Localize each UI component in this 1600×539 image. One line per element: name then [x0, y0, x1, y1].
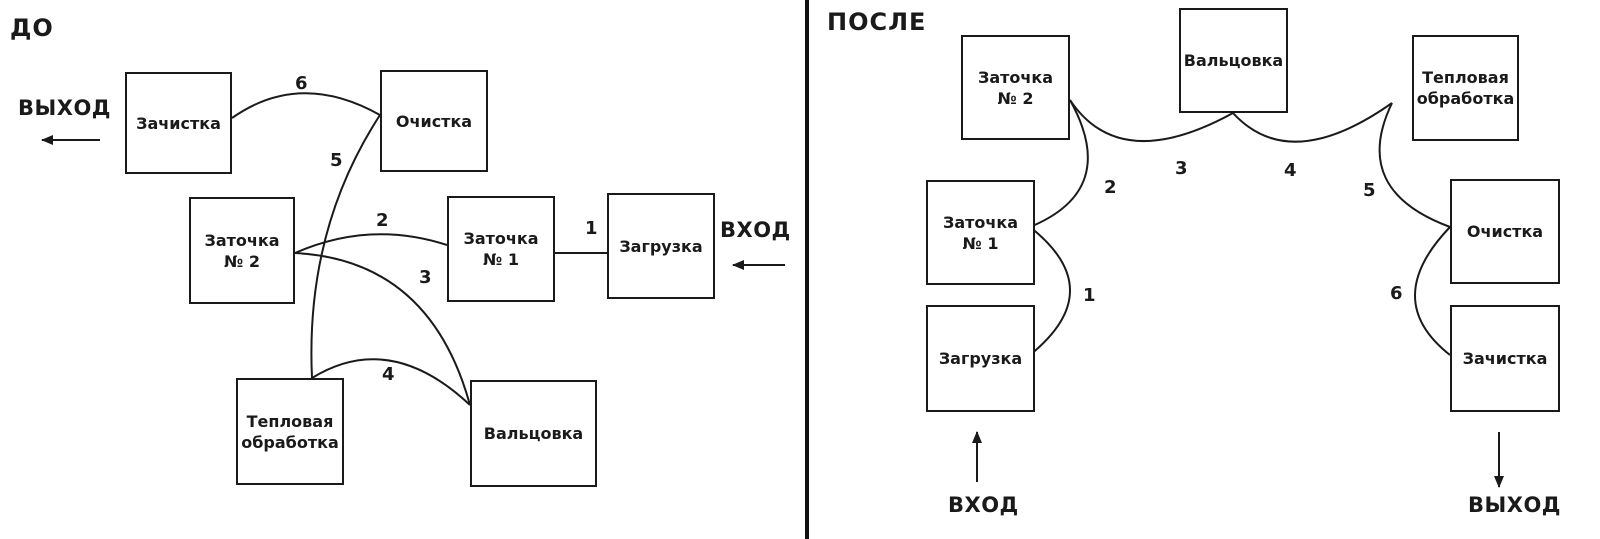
after-node-zagruzka: Загрузка	[926, 305, 1035, 412]
after-node-zachistka: Зачистка	[1450, 305, 1560, 412]
before-step-5: 5	[330, 150, 343, 171]
after-link-4	[1232, 102, 1393, 143]
before-link-6	[231, 92, 381, 119]
after-step-6: 6	[1390, 283, 1403, 304]
after-node-ochistka: Очистка	[1450, 179, 1560, 284]
after-step-2: 2	[1104, 177, 1117, 198]
after-link-2	[1029, 99, 1089, 228]
before-link-3	[294, 252, 471, 406]
after-title: ПОСЛЕ	[827, 8, 927, 36]
after-input-label: ВХОД	[948, 493, 1019, 517]
after-link-1	[1029, 226, 1071, 356]
after-link-5	[1378, 102, 1451, 228]
after-node-valtsovka: Вальцовка	[1179, 8, 1288, 113]
before-step-2: 2	[376, 210, 389, 231]
before-node-zatochka-2: Заточка № 2	[189, 197, 295, 304]
after-step-4: 4	[1284, 160, 1297, 181]
before-step-1: 1	[585, 218, 598, 239]
after-step-5: 5	[1363, 180, 1376, 201]
before-step-6: 6	[295, 73, 308, 94]
before-link-4	[311, 358, 471, 406]
before-node-teplovaya: Тепловая обработка	[236, 378, 344, 485]
before-step-3: 3	[419, 267, 432, 288]
after-node-zatochka-2: Заточка № 2	[961, 35, 1070, 140]
before-link-2	[294, 233, 448, 254]
before-output-label: ВЫХОД	[18, 96, 112, 120]
after-link-3	[1069, 99, 1234, 143]
before-link-5	[310, 114, 381, 379]
before-node-zachistka: Зачистка	[125, 72, 232, 174]
panel-divider	[805, 0, 809, 539]
after-node-zatochka-1: Заточка № 1	[926, 180, 1035, 285]
after-link-6	[1414, 226, 1451, 356]
before-node-valtsovka: Вальцовка	[470, 380, 597, 487]
before-node-zagruzka: Загрузка	[607, 193, 715, 299]
before-input-label: ВХОД	[720, 218, 791, 242]
after-output-label: ВЫХОД	[1468, 493, 1562, 517]
before-title: ДО	[10, 14, 54, 42]
after-node-teplovaya: Тепловая обработка	[1412, 35, 1519, 141]
after-step-3: 3	[1175, 158, 1188, 179]
before-node-zatochka-1: Заточка № 1	[447, 196, 555, 302]
before-node-ochistka: Очистка	[380, 70, 488, 172]
before-step-4: 4	[382, 364, 395, 385]
after-step-1: 1	[1083, 285, 1096, 306]
